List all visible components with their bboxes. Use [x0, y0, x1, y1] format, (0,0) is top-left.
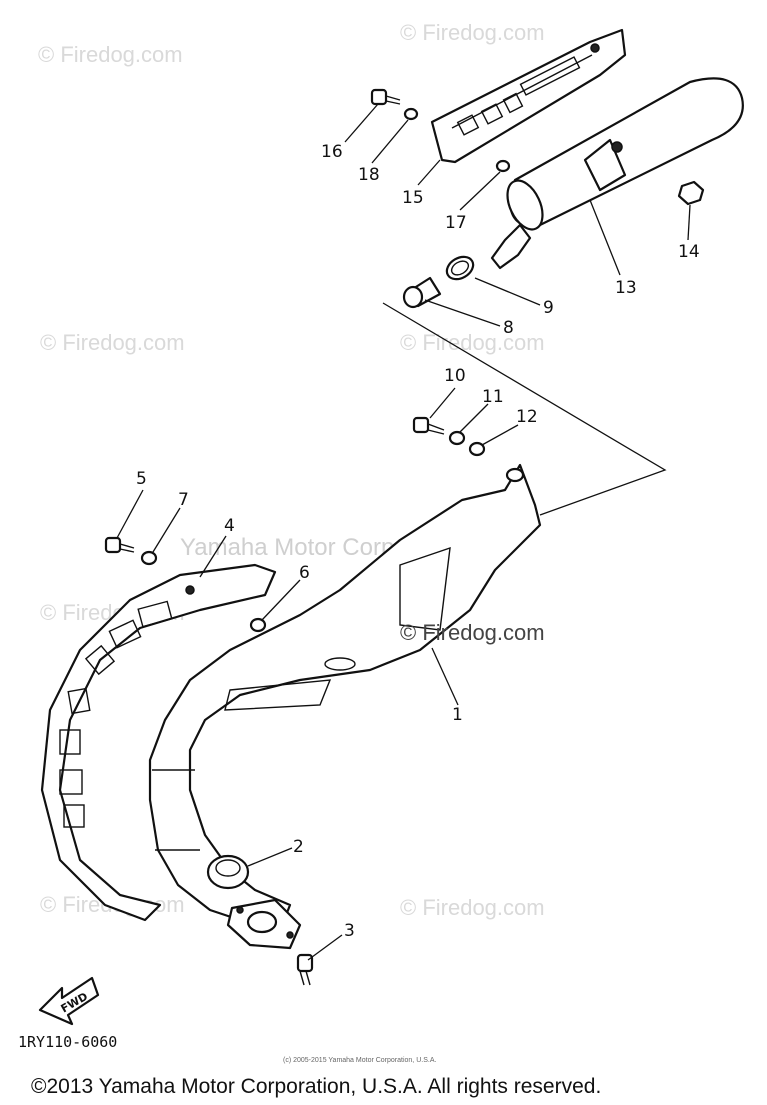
callout-4: 4	[224, 516, 235, 536]
chamber-protector	[40, 563, 277, 922]
small-copyright: (c) 2005-2015 Yamaha Motor Corporation, …	[283, 1057, 436, 1064]
muffler-washer	[495, 159, 511, 173]
footer-copyright: ©2013 Yamaha Motor Corporation, U.S.A. A…	[31, 1075, 601, 1098]
watermark-firedog: © Firedog.com	[400, 330, 545, 355]
callout-8: 8	[503, 318, 514, 338]
callout-11: 11	[482, 387, 504, 407]
exhaust-stud	[296, 953, 314, 986]
exhaust-gasket	[206, 854, 250, 890]
callout-5: 5	[136, 469, 147, 489]
callout-12: 12	[516, 407, 538, 427]
protector-washer	[140, 550, 158, 566]
protector-bolt	[104, 536, 135, 554]
callout-15: 15	[402, 188, 424, 208]
watermark-firedog: © Firedog.com	[38, 42, 183, 67]
callout-10: 10	[444, 366, 466, 386]
muffler-joint	[402, 276, 442, 309]
watermark-firedog: © Firedog.com	[400, 20, 545, 45]
leader-lines	[116, 103, 691, 961]
forward-arrow-icon: FWD	[38, 976, 100, 1026]
callout-3: 3	[344, 921, 355, 941]
callout-7: 7	[178, 490, 189, 510]
chamber-damper	[468, 441, 486, 457]
watermark-firedog: © Firedog.com	[400, 895, 545, 920]
callout-9: 9	[543, 298, 554, 318]
callout-17: 17	[445, 213, 467, 233]
callout-14: 14	[678, 242, 700, 262]
cover-bolt	[370, 88, 401, 106]
callout-1: 1	[452, 705, 463, 725]
callout-13: 13	[615, 278, 637, 298]
muffler-heat-protector	[430, 28, 627, 164]
diagram-code: 1RY110-6060	[18, 1033, 117, 1051]
callout-6: 6	[299, 563, 310, 583]
callout-numbers: 1 2 3 4 5 6 7 8 9 10 11 12 13 14 15 16 1…	[136, 142, 700, 941]
chamber-washer	[448, 430, 466, 446]
watermark-firedog: © Firedog.com	[40, 330, 185, 355]
callout-2: 2	[293, 837, 304, 857]
exhaust-flange	[226, 898, 302, 950]
callout-16: 16	[321, 142, 343, 162]
muffler-nut	[677, 180, 705, 206]
callout-18: 18	[358, 165, 380, 185]
muffler-body	[490, 77, 744, 270]
watermark-firedog-inline: © Firedog.com	[400, 620, 545, 645]
protector-washer-6	[249, 617, 267, 633]
chamber-bolt	[412, 416, 445, 435]
cover-washer	[403, 107, 419, 121]
muffler-clamp	[445, 255, 475, 281]
